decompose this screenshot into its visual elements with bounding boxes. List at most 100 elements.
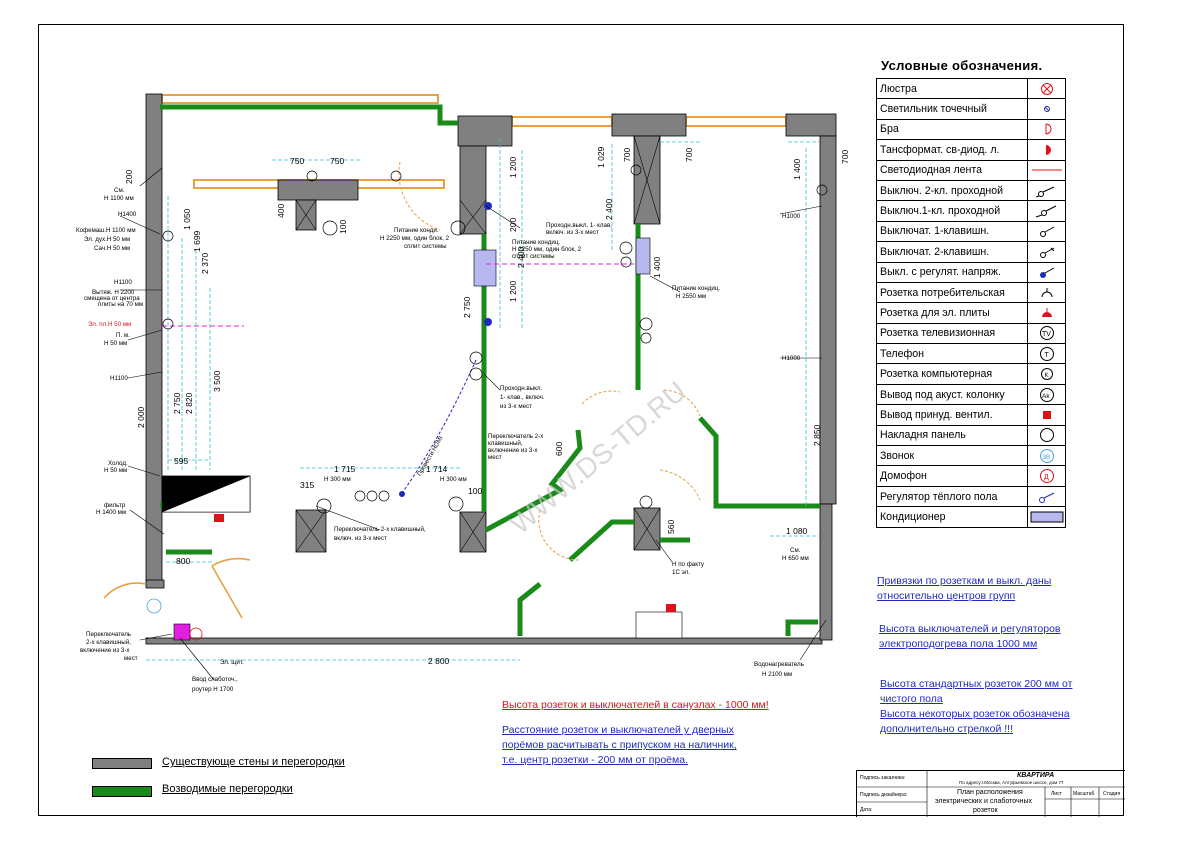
dimension: 1 715 xyxy=(334,464,356,474)
label: См. xyxy=(114,187,125,194)
label: Н 2100 мм xyxy=(762,671,792,678)
bell-icon: ЗВ xyxy=(1027,445,1066,467)
legend-row: Выкл. с регулят. напряж. xyxy=(876,261,1066,283)
new-wall-swatch xyxy=(92,786,152,797)
dimension: 315 xyxy=(300,480,314,490)
label: сплит системы xyxy=(404,243,447,250)
stamp-plan-1: План расположения xyxy=(957,789,1023,796)
label: Н 50 мм xyxy=(104,467,127,474)
window-top-right xyxy=(685,116,787,127)
title-block: Подпись заказчика: Подпись дизайнера: Да… xyxy=(856,770,1125,817)
partition-bath2 xyxy=(517,582,542,636)
label: Питание кондиц. xyxy=(672,285,720,292)
partition-right xyxy=(698,416,820,509)
dimmer-icon xyxy=(1027,261,1066,283)
legend-label: Звонок xyxy=(876,445,1028,467)
label: мест xyxy=(124,655,138,662)
label: Эл. дух.Н 50 мм xyxy=(84,236,130,243)
legend-row: Розетка для эл. плиты xyxy=(876,302,1066,324)
dimension: 750 xyxy=(330,156,344,166)
switch-1-icon xyxy=(1027,220,1066,243)
panel-icon xyxy=(1027,424,1066,447)
note-door-distance: Расстояние розеток и выключателей у двер… xyxy=(502,723,737,768)
svg-text:K: K xyxy=(1044,373,1048,379)
legend-label: Розетка для эл. плиты xyxy=(876,302,1028,324)
label: Н 300 мм xyxy=(324,476,351,483)
pass-switch-2-icon xyxy=(1027,179,1066,202)
label: Н1000 xyxy=(782,213,801,220)
label: Н 2550 мм xyxy=(676,293,706,300)
label: Н1100 xyxy=(114,279,132,286)
wall-top-mid2 xyxy=(611,113,687,137)
legend-label: Вывод под акуст. колонку xyxy=(876,383,1028,406)
note-line: Высота некоторых розеток обозначена xyxy=(880,708,1070,720)
legend-label: Розетка компьютерная xyxy=(876,363,1028,385)
partition-diagonal xyxy=(484,429,583,533)
label: включение из 3-х xyxy=(488,447,538,454)
label: Н 300 мм xyxy=(440,476,467,483)
stamp-sheet: Лист xyxy=(1051,791,1062,797)
chandelier-icon xyxy=(1027,77,1066,100)
stamp-stage: Стадия xyxy=(1103,791,1121,797)
label: 2-х клавишный, xyxy=(86,639,131,646)
dimension: 200 xyxy=(124,170,134,184)
device-symbols xyxy=(162,164,828,514)
label: Н 2250 мм, один блок, 2 xyxy=(380,235,450,242)
dimension: 100 xyxy=(468,486,482,496)
legend-row: Вывод принуд. вентил. xyxy=(876,404,1066,426)
new-wall-label: Возводимые перегородки xyxy=(162,783,293,795)
note-line: относительно центров групп xyxy=(877,590,1016,602)
stove-socket-icon xyxy=(1027,302,1066,324)
ventilation-icon xyxy=(1027,404,1066,426)
dimension: 1 699 xyxy=(192,230,202,252)
dimension: 1 714 xyxy=(426,464,448,474)
svg-text:Ak: Ak xyxy=(1042,393,1050,400)
dimension: 2 400 xyxy=(516,246,526,268)
stamp-customer: Подпись заказчика: xyxy=(860,775,906,781)
dimension: 2 370 xyxy=(200,252,210,274)
partition-boiler xyxy=(785,619,818,636)
label: Н1000 xyxy=(782,355,801,362)
label: Н 2250 мм, один блок, 2 xyxy=(512,246,582,253)
ventilation-marker xyxy=(214,514,224,522)
legend-row: Люстра xyxy=(876,77,1066,100)
label: включ. из 3-х мест xyxy=(334,535,387,542)
label: П. м. xyxy=(116,332,130,339)
dimension: 1 400 xyxy=(792,158,802,180)
legend-row: Светильник точечный xyxy=(876,98,1066,120)
stamp-address: По адресу:г.Москва, Алтуфьевское шоссе, … xyxy=(959,780,1064,785)
stamp-title: КВАРТИРА xyxy=(1017,772,1055,779)
legend-label: Кондиционер xyxy=(876,506,1028,528)
label: из 3-х мест xyxy=(500,403,532,410)
air-conditioner-icon xyxy=(1027,506,1066,528)
dimension: 1 080 xyxy=(786,526,808,536)
legend-label: Регулятор тёплого пола xyxy=(876,485,1028,508)
label: включ. из 3-х мест xyxy=(546,229,599,236)
speaker-outlet-icon: Ak xyxy=(1027,383,1066,406)
label: Эл. пл.Н 50 мм xyxy=(88,321,131,328)
wall-right-lower xyxy=(819,503,833,641)
dimensions: 750 750 200 400 1 050 1 699 2 370 2 750 … xyxy=(124,146,850,666)
label: включение из 3-х xyxy=(80,647,130,654)
legend-row: Вывод под акуст. колонку Ak xyxy=(876,383,1066,406)
note-line: электроподогрева пола 1000 мм xyxy=(879,638,1038,650)
label: 1- клав., включ. xyxy=(500,394,545,401)
legend-label: Бра xyxy=(876,118,1028,141)
stamp-date: Дата: xyxy=(860,807,873,813)
note-line: дополнительно стрелкой !!! xyxy=(880,723,1013,735)
led-strip-icon xyxy=(1027,159,1066,181)
note-line: порёмов расчитывать с припуском на налич… xyxy=(502,739,737,751)
legend-row: Бра xyxy=(876,118,1066,141)
label: Сач.Н 50 мм xyxy=(94,245,130,252)
stamp-designer: Подпись дизайнера: xyxy=(860,792,908,798)
dimension: 1 200 xyxy=(508,280,518,302)
dimension: 800 xyxy=(176,556,190,566)
low-current-box xyxy=(173,623,191,641)
label: Питание кондиц. xyxy=(512,239,560,246)
dimension: 700 xyxy=(622,148,632,162)
legend-title: Условные обозначения. xyxy=(881,58,1043,73)
label: Переключатель 2-х xyxy=(488,433,544,440)
ac-unit-right xyxy=(635,237,651,275)
